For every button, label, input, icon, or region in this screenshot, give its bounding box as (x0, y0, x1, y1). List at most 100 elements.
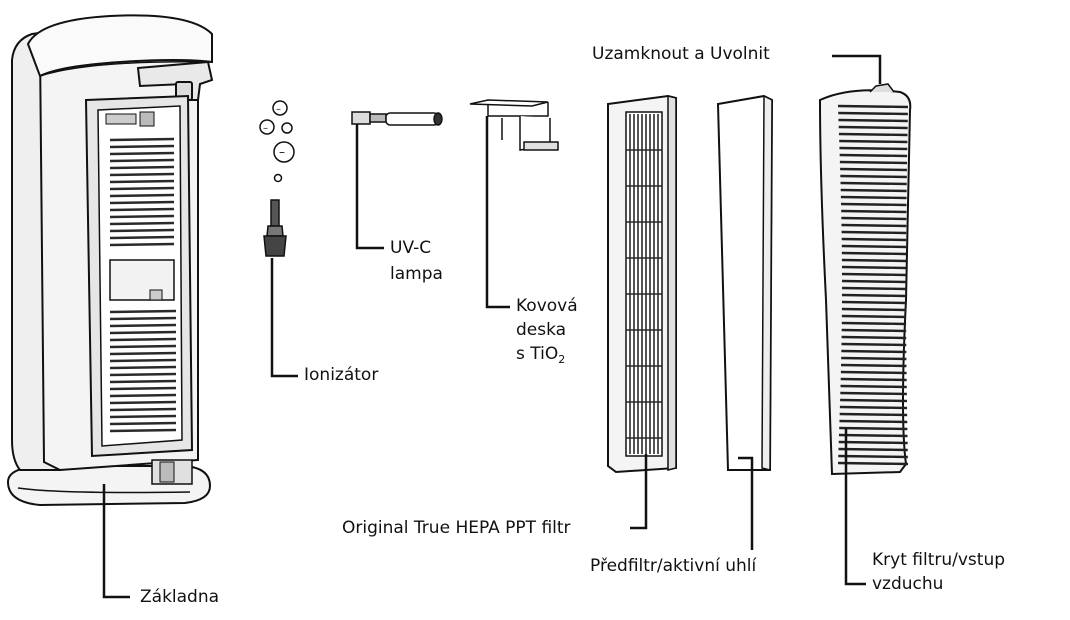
cover-grill-slat (840, 391, 907, 396)
cover-grill-slat (840, 384, 907, 389)
cover-grill-slat (841, 230, 907, 235)
cover-grill-slat (840, 167, 907, 172)
cover-grill-slat (837, 461, 909, 466)
base-grill-slat (109, 372, 177, 377)
cover-grill-slat (840, 377, 907, 382)
cover-grill-slat (841, 293, 907, 298)
hepa-filter-pleats (626, 114, 662, 454)
cover-grill-slat (841, 307, 907, 312)
svg-text:–: – (279, 145, 285, 159)
base-grill-slat (109, 330, 177, 335)
base-grill-slat (109, 400, 177, 405)
label-prefilter: Předfiltr/aktivní uhlí (590, 556, 757, 576)
leader-uvc (355, 124, 384, 250)
cover-grill-slat (841, 356, 907, 361)
label-hepa-filter: Original True HEPA PPT filtr (342, 518, 571, 538)
base-grill-slat (109, 421, 177, 426)
leader-lock-release (832, 54, 882, 84)
cover-grill-slat (841, 223, 907, 228)
label-metal-plate-line2: deska (516, 320, 567, 340)
cover-grill-slat (839, 146, 908, 151)
base-grill-slat (109, 221, 175, 226)
label-uvc-lamp-line1: UV-C (390, 238, 432, 258)
label-lock-release: Uzamknout a Uvolnit (592, 44, 770, 64)
leader-lines (102, 54, 882, 599)
cover-grill-slat (841, 279, 907, 284)
base-grill-slat (109, 242, 175, 247)
label-filter-cover-line1: Kryt filtru/vstup (872, 550, 1006, 570)
filter-cover-part (818, 83, 912, 476)
leader-prefilter (738, 456, 754, 550)
cover-grill-slat (841, 286, 907, 291)
cover-grill-slat (841, 321, 907, 326)
purifier-base-unit (6, 14, 214, 507)
base-grill-slat (109, 365, 177, 370)
base-grill-slat (109, 207, 175, 212)
base-grill-slat (109, 228, 175, 233)
leader-hepa (630, 454, 648, 530)
base-grill-slat (109, 137, 175, 142)
ionizer-part: – – – (259, 100, 295, 257)
base-grill-slat (109, 393, 177, 398)
base-grill-slat (109, 379, 177, 384)
uvc-lamp-part (351, 111, 443, 126)
cover-grill-slat (841, 265, 907, 270)
cover-grill-slat (841, 300, 907, 305)
cover-grill-slat (841, 335, 907, 340)
base-grill-slat (109, 316, 177, 321)
prefilter-part (716, 94, 774, 471)
cover-grill-slats (837, 104, 909, 466)
base-grill-slat (109, 358, 177, 363)
label-metal-plate-formula: s TiO (516, 344, 559, 364)
cover-grill-slat (840, 398, 907, 403)
base-grill-slat (109, 414, 177, 419)
cover-grill-slat (841, 202, 907, 207)
cover-grill-slat (840, 195, 907, 200)
cover-grill-slat (838, 111, 908, 116)
label-metal-plate-line3: s TiO2 (516, 344, 565, 370)
cover-grill-slat (841, 328, 907, 333)
cover-grill-slat (838, 118, 908, 123)
cover-grill-slat (841, 244, 907, 249)
cover-grill-slat (839, 419, 908, 424)
base-grill-slat (109, 386, 177, 391)
cover-grill-slat (839, 426, 908, 431)
cover-grill-slat (839, 160, 908, 165)
cover-grill-slat (839, 412, 908, 417)
cover-grill-slat (841, 237, 907, 242)
cover-grill-slat (840, 174, 907, 179)
base-grill-slat (109, 179, 175, 184)
cover-grill-slat (841, 209, 907, 214)
cover-grill-slat (841, 363, 907, 368)
cover-grill-slat (840, 181, 907, 186)
base-grill-slat (109, 323, 177, 328)
leader-ionizer (270, 258, 298, 378)
base-grill-lower (109, 309, 177, 433)
base-grill-slat (109, 351, 177, 356)
base-grill-slat (109, 235, 175, 240)
cover-grill-slat (841, 349, 907, 354)
base-grill-slat (109, 309, 177, 314)
label-metal-plate-line1: Kovová (516, 296, 578, 316)
leader-metal (485, 116, 510, 309)
cover-grill-slat (840, 188, 907, 193)
cover-grill-slat (838, 440, 908, 445)
base-grill-slat (109, 344, 177, 349)
cover-grill-slat (839, 139, 908, 144)
cover-grill-slat (838, 125, 908, 130)
label-base: Základna (140, 587, 220, 607)
cover-grill-slat (838, 132, 908, 137)
label-uvc-lamp-line2: lampa (390, 264, 443, 284)
cover-grill-slat (840, 370, 907, 375)
svg-text:–: – (263, 123, 268, 134)
label-filter-cover-line2: vzduchu (872, 574, 944, 594)
cover-grill-slat (839, 153, 908, 158)
metal-plate-part (469, 99, 559, 151)
base-grill-upper (109, 137, 175, 247)
base-grill-slat (109, 158, 175, 163)
base-grill-slat (109, 428, 177, 433)
base-grill-slat (109, 165, 175, 170)
cover-grill-slat (841, 314, 907, 319)
base-grill-slat (109, 200, 175, 205)
